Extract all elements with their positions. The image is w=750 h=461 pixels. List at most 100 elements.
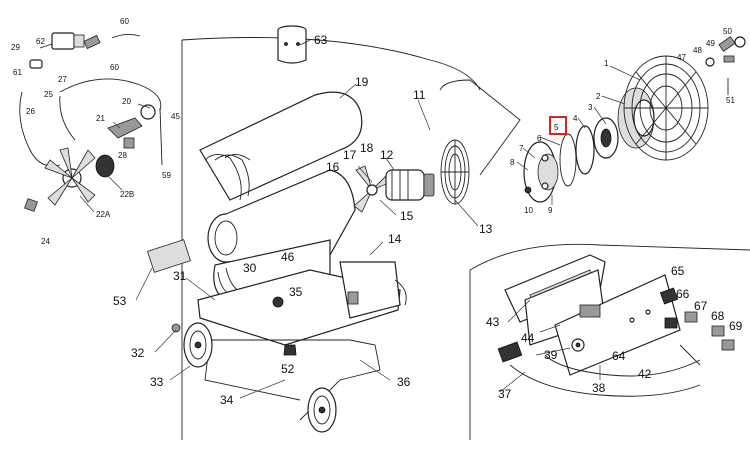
callout-52: 52 <box>281 362 295 376</box>
plate <box>575 125 595 175</box>
control-panel <box>554 274 681 376</box>
clip <box>123 137 135 149</box>
callout-34: 34 <box>220 393 234 407</box>
pressure-gauge <box>705 36 746 95</box>
callout-20: 20 <box>122 97 131 106</box>
callout-65: 65 <box>671 264 685 278</box>
callout-59: 59 <box>162 171 171 180</box>
screw <box>524 186 532 194</box>
callout-46: 46 <box>281 250 295 264</box>
callout-53: 53 <box>113 294 127 308</box>
callout-38: 38 <box>592 381 606 395</box>
solenoid-valve <box>29 32 85 69</box>
power-cord <box>544 354 701 377</box>
outer-cover <box>199 91 363 201</box>
callout-15: 15 <box>400 209 414 223</box>
callout-6: 6 <box>537 134 542 143</box>
callout-1: 1 <box>604 59 609 68</box>
callout-10: 10 <box>524 206 533 215</box>
callout-69: 69 <box>729 319 743 333</box>
callout-8: 8 <box>510 158 515 167</box>
callout-29: 29 <box>11 43 20 52</box>
callout-3: 3 <box>588 103 593 112</box>
air-filter <box>617 87 655 149</box>
callout-22A: 22A <box>96 210 111 219</box>
callout-4: 4 <box>573 114 578 123</box>
callout-21: 21 <box>96 114 105 123</box>
callout-13: 13 <box>479 222 493 236</box>
fuel-fitting <box>83 34 101 50</box>
callout-60-top: 60 <box>120 17 129 26</box>
filter-cylinder <box>277 25 307 64</box>
leader-lines <box>79 39 641 399</box>
callout-14: 14 <box>388 232 402 246</box>
callout-47: 47 <box>677 53 686 62</box>
callout-36: 36 <box>397 375 411 389</box>
plug <box>497 341 523 363</box>
motor-guard <box>440 139 470 205</box>
callout-39: 39 <box>544 348 558 362</box>
callout-60-mid: 60 <box>110 63 119 72</box>
fuel-hose-short <box>111 33 141 39</box>
callout-11: 11 <box>413 88 426 102</box>
callout-48: 48 <box>693 46 702 55</box>
rear-guard <box>623 55 709 161</box>
callout-42: 42 <box>638 367 652 381</box>
gasket <box>559 133 577 187</box>
panel-edge-controls <box>469 243 750 271</box>
callout-64: 64 <box>612 349 626 363</box>
highlight-box <box>549 116 567 135</box>
wheel-right <box>307 387 337 433</box>
callout-67: 67 <box>694 299 708 313</box>
nut <box>171 323 181 333</box>
panel-edge-top <box>181 37 481 91</box>
callout-49: 49 <box>706 39 715 48</box>
fuel-hose <box>59 95 76 141</box>
callout-33: 33 <box>150 375 164 389</box>
callout-2: 2 <box>596 92 601 101</box>
control-box <box>339 261 407 319</box>
callout-22B: 22B <box>120 190 134 199</box>
callout-16: 16 <box>326 160 340 174</box>
fan-guard-frame <box>439 79 521 176</box>
callout-50: 50 <box>723 27 732 36</box>
callout-28: 28 <box>118 151 127 160</box>
screw-small <box>24 198 38 212</box>
callout-7: 7 <box>519 144 524 153</box>
callout-19: 19 <box>355 75 369 89</box>
callout-18: 18 <box>360 141 374 155</box>
callout-9: 9 <box>548 206 553 215</box>
nozzle-disc <box>593 117 619 159</box>
callout-51: 51 <box>726 96 735 105</box>
callout-37: 37 <box>498 387 512 401</box>
callout-30: 30 <box>243 261 257 275</box>
callout-32: 32 <box>131 346 145 360</box>
callout-45: 45 <box>171 112 180 121</box>
callout-27: 27 <box>58 75 67 84</box>
combustion-chamber <box>207 169 356 263</box>
fan-rotor <box>44 147 96 206</box>
callout-62: 62 <box>36 37 45 46</box>
callout-35: 35 <box>289 285 303 299</box>
coupling <box>95 154 115 178</box>
callout-25: 25 <box>44 90 53 99</box>
cap <box>283 344 297 356</box>
callout-12: 12 <box>380 148 394 162</box>
callout-24: 24 <box>41 237 50 246</box>
panel-plate <box>147 239 191 273</box>
callout-68: 68 <box>711 309 725 323</box>
motor <box>385 169 435 201</box>
pump-bracket <box>107 104 163 166</box>
callout-63: 63 <box>314 33 328 47</box>
callout-61: 61 <box>13 68 22 77</box>
callout-31: 31 <box>173 269 187 283</box>
burner-head <box>523 141 559 203</box>
callout-5: 5 <box>554 123 559 132</box>
sensor-probe <box>679 344 701 366</box>
callout-labels: 1 2 3 4 5 6 7 8 9 10 11 12 13 14 15 16 1… <box>11 17 743 407</box>
fuel-line <box>59 78 162 111</box>
callout-26: 26 <box>26 107 35 116</box>
callout-17: 17 <box>343 148 357 162</box>
